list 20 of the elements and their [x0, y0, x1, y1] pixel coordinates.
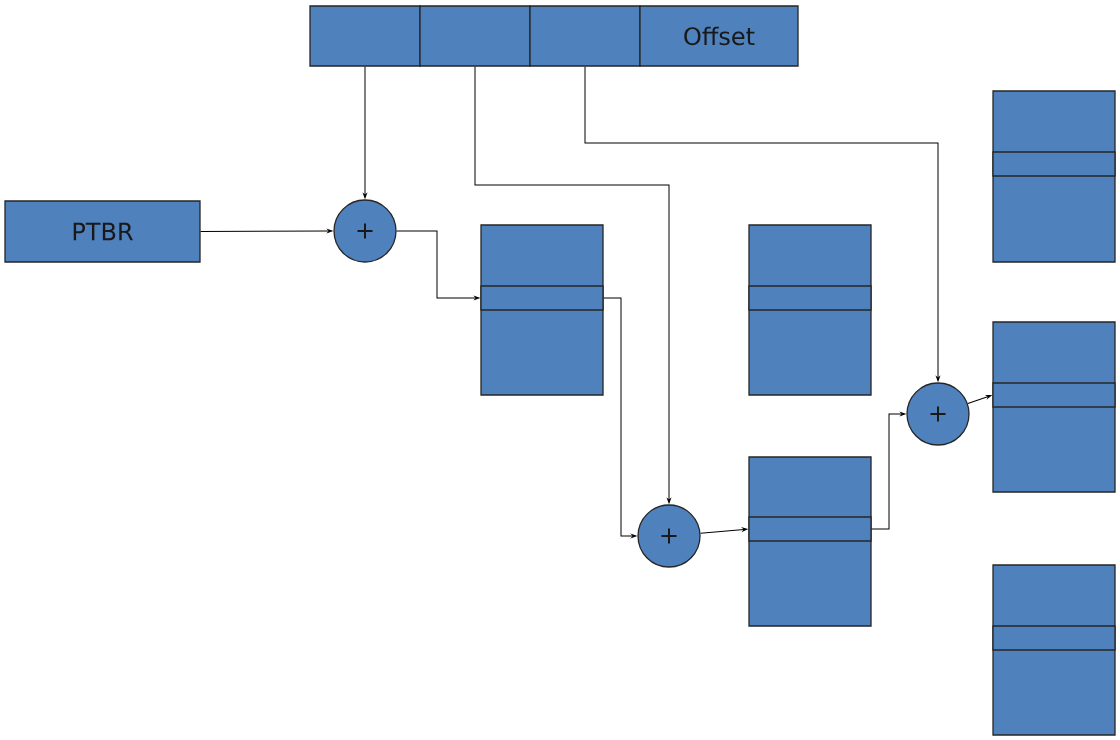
table-entry [992, 382, 1116, 408]
arrow [967, 394, 992, 405]
register-box: PTBR [4, 200, 201, 263]
address-field [309, 5, 421, 67]
arrow [584, 66, 940, 382]
arrow [200, 229, 333, 233]
arrow [474, 66, 671, 504]
table-entry [748, 285, 872, 311]
arrow [871, 412, 906, 530]
table-entry [748, 516, 872, 542]
address-field [419, 5, 531, 67]
arrow [603, 297, 637, 538]
table-entry [480, 285, 604, 311]
table-entry [992, 151, 1116, 177]
arrow [700, 527, 748, 534]
address-field [529, 5, 641, 67]
arrow [363, 66, 367, 199]
arrow [396, 230, 480, 300]
address-field: Offset [639, 5, 799, 67]
table-entry [992, 625, 1116, 651]
